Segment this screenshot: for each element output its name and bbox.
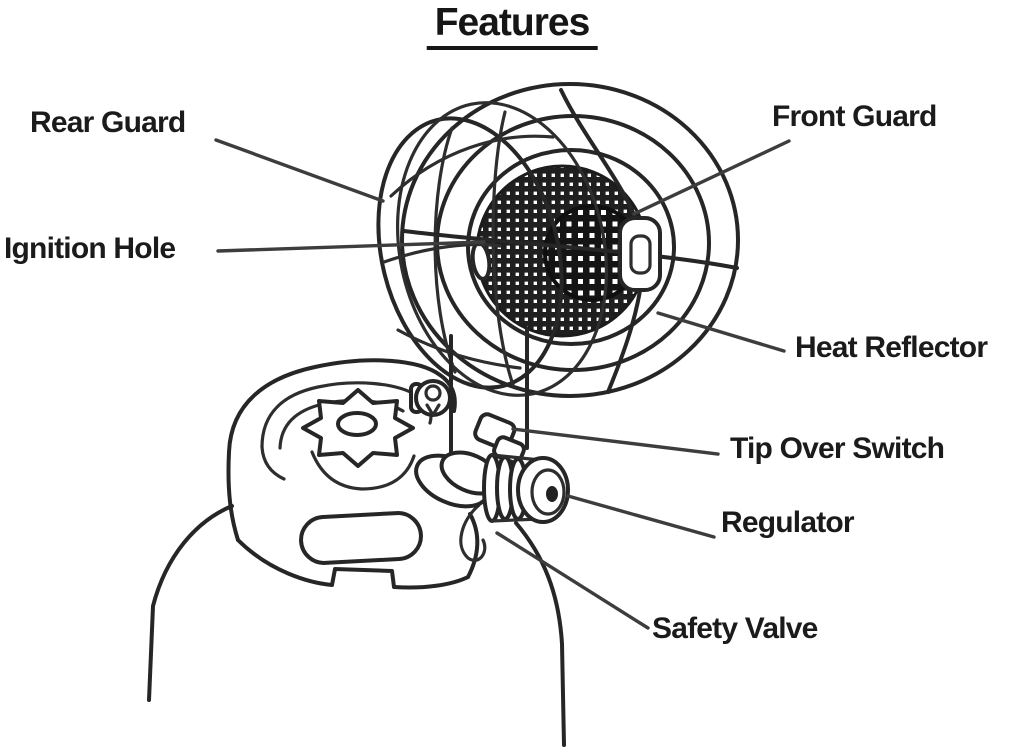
rear-guard-drawing [376,101,609,397]
leader-lines [214,138,791,630]
diagram-title: Features [426,1,598,50]
tank-valve-knob-drawing [301,388,416,491]
leader-rear-guard [214,138,385,203]
label-ignition-hole: Ignition Hole [4,232,176,265]
label-regulator: Regulator [721,506,855,539]
regulator-drawing [414,450,570,524]
leader-ignition-hole [216,240,486,253]
front-guard-drawing [402,88,739,394]
leader-front-guard [632,139,791,216]
leader-regulator [566,494,716,539]
propane-tank-drawing [147,504,566,747]
leader-tip-over-switch [511,427,720,456]
mounting-bracket-drawing [409,328,529,562]
label-safety-valve: Safety Valve [652,612,818,645]
safety-valve-drawing [546,486,558,502]
label-heat-reflector: Heat Reflector [795,331,988,364]
leader-heat-reflector [656,311,786,353]
tank-collar-drawing [226,358,480,590]
label-tip-over-switch: Tip Over Switch [730,432,945,465]
leader-safety-valve [495,531,650,630]
label-front-guard: Front Guard [772,100,937,133]
label-rear-guard: Rear Guard [30,106,186,139]
